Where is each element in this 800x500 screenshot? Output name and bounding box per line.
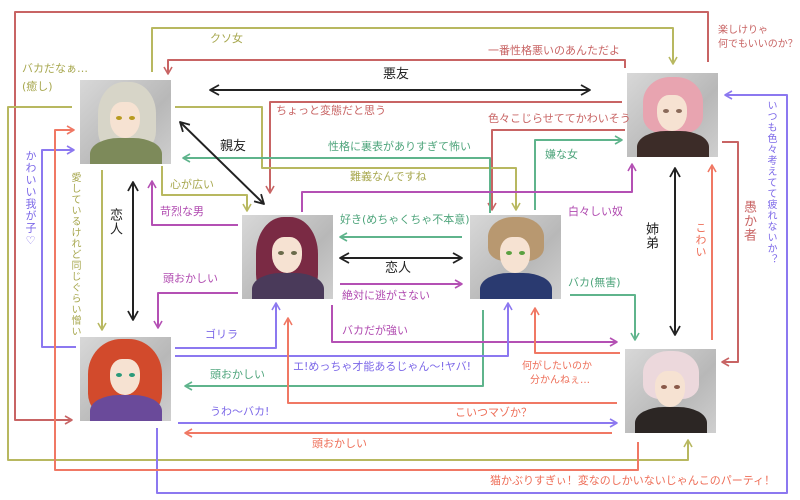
label-orokamono: 愚か者 (741, 200, 756, 242)
arrow-karetsu (147, 180, 238, 226)
label-gorira: ゴリラ (205, 328, 238, 341)
label-ichiban: 一番性格悪いのあんただよ (488, 44, 620, 57)
arrow-nani (530, 307, 620, 354)
label-atama-1: 頭おかしい (163, 272, 218, 285)
label-iyana: 嫌な女 (545, 148, 578, 161)
label-suki: 好き(めちゃくちゃ不本意) (340, 213, 470, 226)
arrow-baka-dana (7, 106, 693, 461)
arrow-tanoshi (14, 11, 709, 425)
label-nani-2: 分かんねぇ… (530, 375, 590, 386)
arrow-e-meccha (175, 302, 513, 357)
label-kokoro: 心が広い (170, 178, 214, 191)
label-itsumo: いつも色々考えてて疲れないか？ (765, 100, 776, 265)
label-atama-3: 頭おかしい (312, 437, 367, 450)
label-nangi: 難義なんですね (350, 170, 427, 183)
arrow-gorira (175, 302, 281, 349)
label-e-meccha: エ!めっちゃ才能あるじゃん〜!ヤバ! (293, 360, 472, 373)
arrow-iyana (534, 135, 623, 210)
label-chotto: ちょっと変態だと思う (276, 104, 386, 117)
label-kyodai: 姉弟 (643, 222, 658, 250)
label-iroiro: 色々こじらせててかわいそう (488, 112, 631, 125)
portrait-silver-haired-man (80, 80, 171, 164)
arrow-kusoonna (151, 27, 678, 72)
portrait-pink-catgirl (627, 73, 718, 157)
arrow-ichiban (163, 59, 626, 75)
arrow-seikaku (182, 153, 491, 213)
label-kusoonna: クソ女 (210, 32, 243, 45)
portrait-red-haired-woman (80, 337, 171, 421)
label-atama-2: 頭おかしい (210, 368, 265, 381)
arrow-atama2 (184, 310, 484, 391)
arrow-kawaii (41, 145, 76, 348)
arrow-atama1 (153, 292, 238, 329)
label-nani-1: 何がしたいのか (522, 361, 592, 372)
portrait-maroon-haired-man (242, 215, 333, 299)
label-baka-dana: バカだなぁ… (22, 62, 88, 75)
label-tanoshi-2: 何でもいいのか？ (718, 39, 798, 50)
label-neko: 猫かぶりすぎぃ！変なのしかいないじゃんこのパーティ！ (490, 474, 776, 487)
label-uwa: うわ〜バカ! (210, 405, 270, 418)
label-baka-mugai: バカ(無害) (568, 276, 621, 289)
label-koibito-ae: 恋人 (107, 208, 122, 236)
arrow-iroiro (487, 129, 625, 211)
arrow-neko (54, 125, 639, 471)
label-seikaku: 性格に裏表がありすぎて怖い (328, 140, 471, 153)
arrow-maso (283, 317, 617, 404)
arrow-orokamono (721, 141, 739, 367)
label-karetsu: 苛烈な男 (160, 205, 204, 218)
arrow-baka-mugai (570, 294, 640, 341)
label-iyashi: (癒し) (22, 80, 53, 93)
portrait-white-haired-girl (625, 349, 716, 433)
arrow-shinyu (179, 121, 265, 205)
label-aishite: 愛しているけれど同じぐらい憎い (69, 172, 80, 337)
label-akuyu: 悪友 (383, 67, 410, 82)
label-shirajira: 白々しい奴 (568, 205, 623, 218)
arrow-itsumo (156, 90, 788, 494)
arrow-baka-tsuyoi (331, 305, 618, 347)
label-shinyu: 親友 (220, 139, 247, 154)
arrow-chotto (265, 101, 622, 194)
label-maso: こいつマゾか？ (455, 406, 532, 419)
label-tanoshi-1: 楽しけりゃ (718, 25, 768, 36)
arrow-shirajira (301, 163, 637, 212)
label-koibito-cd: 恋人 (385, 261, 412, 276)
label-kowai: こわい (694, 222, 707, 258)
portrait-brown-haired-boy (470, 215, 561, 299)
label-zettai: 絶対に逃がさない (342, 289, 430, 302)
label-baka-tsuyoi: バカだが強い (342, 324, 408, 337)
label-kawaii: かわいい我が子♡ (24, 150, 37, 248)
